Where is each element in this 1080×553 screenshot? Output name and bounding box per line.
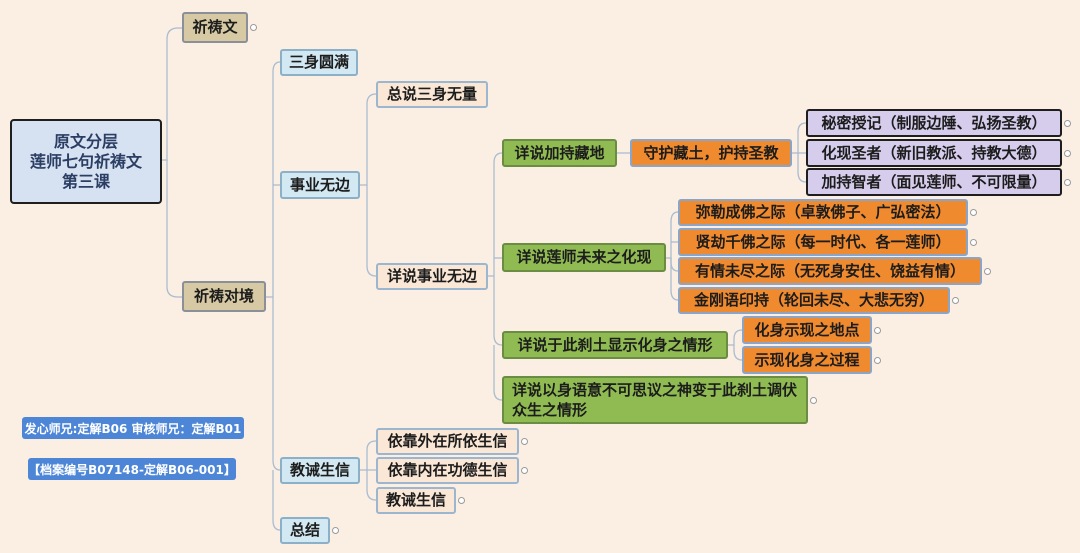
topic-trikaya-general[interactable]: 总说三身无量 <box>376 81 488 108</box>
root-line-2: 莲师七句祈祷文 <box>29 151 142 171</box>
collapse-dot[interactable] <box>970 239 977 246</box>
collapse-dot[interactable] <box>970 209 977 216</box>
topic-bless-wisdom[interactable]: 加持智者（面见莲师、不可限量） <box>806 168 1062 196</box>
root-topic[interactable]: 原文分层 莲师七句祈祷文 第三课 <box>10 119 162 204</box>
topic-future-emanation[interactable]: 详说莲师未来之化现 <box>502 243 666 272</box>
root-line-1: 原文分层 <box>53 131 118 151</box>
topic-protect-land[interactable]: 守护藏土，护持圣教 <box>630 139 792 167</box>
root-line-3: 第三课 <box>61 171 110 191</box>
topic-trikaya[interactable]: 三身圆满 <box>280 49 358 76</box>
collapse-dot[interactable] <box>1064 150 1071 157</box>
collapse-dot[interactable] <box>984 268 991 275</box>
topic-manifest-here[interactable]: 详说于此刹土显示化身之情形 <box>502 331 728 359</box>
topic-blessing-land[interactable]: 详说加持藏地 <box>502 139 617 167</box>
archive-number-tag: 【档案编号B07148-定解B06-001】 <box>28 458 236 480</box>
collapse-dot[interactable] <box>1064 179 1071 186</box>
topic-activity-detail[interactable]: 详说事业无边 <box>376 263 488 290</box>
collapse-dot[interactable] <box>332 527 339 534</box>
topic-vajra-seal[interactable]: 金刚语印持（轮回未尽、大悲无穷） <box>678 287 950 314</box>
topic-maitreya[interactable]: 弥勒成佛之际（卓敦佛子、广弘密法） <box>678 199 968 226</box>
topic-external-faith[interactable]: 依靠外在所依生信 <box>376 428 519 455</box>
collapse-dot[interactable] <box>250 24 257 31</box>
topic-summary[interactable]: 总结 <box>280 517 330 544</box>
topic-manifest-process[interactable]: 示现化身之过程 <box>742 346 872 374</box>
topic-activity[interactable]: 事业无边 <box>280 171 360 199</box>
collapse-dot[interactable] <box>952 297 959 304</box>
editors-tag: 发心师兄:定解B06 审核师兄：定解B01 <box>22 417 244 439</box>
collapse-dot[interactable] <box>521 467 528 474</box>
topic-secret-prophecy[interactable]: 秘密授记（制服边陲、弘扬圣教） <box>806 109 1062 137</box>
collapse-dot[interactable] <box>521 438 528 445</box>
collapse-dot[interactable] <box>458 497 465 504</box>
collapse-dot[interactable] <box>874 327 881 334</box>
topic-samsara[interactable]: 有情未尽之际（无死身安住、饶益有情） <box>678 257 982 285</box>
collapse-dot[interactable] <box>810 397 817 404</box>
topic-manifest-place[interactable]: 化身示现之地点 <box>742 316 872 344</box>
topic-internal-faith[interactable]: 依靠内在功德生信 <box>376 457 519 484</box>
collapse-dot[interactable] <box>1064 120 1071 127</box>
topic-object[interactable]: 祈祷对境 <box>182 281 266 312</box>
collapse-dot[interactable] <box>874 357 881 364</box>
topic-faith[interactable]: 教诫生信 <box>280 457 360 484</box>
topic-emanate-saints[interactable]: 化现圣者（新旧教派、持教大德） <box>806 139 1062 167</box>
topic-faith-sub[interactable]: 教诫生信 <box>376 487 456 514</box>
topic-bhadrakalpa[interactable]: 贤劫千佛之际（每一时代、各一莲师） <box>678 228 968 256</box>
topic-inconceivable[interactable]: 详说以身语意不可思议之神变于此刹土调伏众生之情形 <box>502 376 808 424</box>
topic-prayer[interactable]: 祈祷文 <box>182 12 248 43</box>
